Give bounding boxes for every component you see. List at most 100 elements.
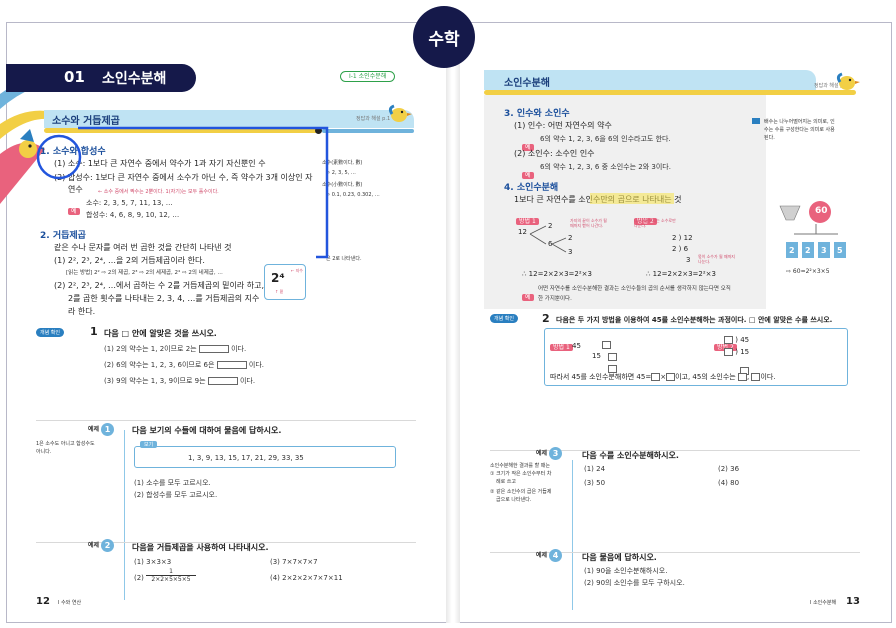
factor-example-tag: 예 xyxy=(522,144,534,151)
machine-caption: ⇨ 60=2²×3×5 xyxy=(786,268,830,275)
fraction-denominator: 2×2×5×5×5 xyxy=(146,575,196,583)
q2-result: 따라서 45를 소인수분해하면 45= xyxy=(550,373,652,381)
q2-tree-15: 15 xyxy=(592,352,601,360)
q2-result-box-1[interactable] xyxy=(651,373,661,381)
base-label: ↑ 밑 xyxy=(275,289,284,294)
q1-number: 1 xyxy=(90,325,98,338)
side-note-3: 은 2로 나타낸다. xyxy=(326,256,362,262)
right-answer-ref[interactable]: 정답과 해설 p.1 xyxy=(814,83,849,89)
section-title: 소수와 거듭제곱 xyxy=(52,116,120,127)
result-method-2: ∴ 12=2×2×3=2²×3 xyxy=(646,270,716,278)
tree-2: 2 xyxy=(548,222,553,230)
exponent-box: 2⁴ ← 지수 ↑ 밑 xyxy=(264,264,306,300)
q2-div-box-1[interactable] xyxy=(724,336,733,344)
division-step-3: 3 xyxy=(686,256,691,264)
section-bar-dot xyxy=(315,127,322,134)
exponent-base: 2⁴ xyxy=(271,271,285,285)
example-3-q4: (4) 80 xyxy=(718,479,740,487)
example-2-title: 다음을 거듭제곱을 사용하여 나타내시오. xyxy=(132,543,269,552)
concept-check-badge: 개념 확인 xyxy=(36,328,64,337)
example-1-q1: (1) 소수를 모두 고르시오. xyxy=(134,479,211,487)
example-4-q2: (2) 90의 소인수를 모두 구하시오. xyxy=(584,579,685,587)
subject-tab[interactable]: 수학 xyxy=(413,6,475,68)
example-4-q1: (1) 90을 소인수분해하시오. xyxy=(584,567,668,575)
example-3-note: 소인수분해한 결과를 할 때는 xyxy=(490,463,550,469)
q2-div-box-2[interactable] xyxy=(724,348,733,356)
side-note-1: 소수(素數이다, 數) xyxy=(322,160,363,166)
chapter-title: 소인수분해 xyxy=(102,71,167,87)
prime-examples: 소수: 2, 3, 5, 7, 11, 13, … xyxy=(86,199,173,207)
example-3-number: 3 xyxy=(549,447,563,460)
right-concept-check-badge: 개념 확인 xyxy=(490,314,518,323)
q2-box xyxy=(544,328,848,386)
q1-3-text: (3) 9의 약수는 1, 3, 9이므로 9는 xyxy=(104,377,206,385)
example-2-q1: (1) 3×3×3 xyxy=(134,558,172,566)
example-3-q1: (1) 24 xyxy=(584,465,606,473)
q1-2-end: 이다. xyxy=(248,361,264,369)
tree-6: 6 xyxy=(548,240,553,248)
tree-note: 가지의 끝이 소수가 될 때까지 뻗어 나간다. xyxy=(570,218,607,228)
q2-result-box-2[interactable] xyxy=(666,373,676,381)
q2-tree-box-1[interactable] xyxy=(602,340,611,349)
composite-definition: (2) 합성수: 1보다 큰 자연수 중에서 소수가 아닌 수, 즉 약수가 3… xyxy=(54,173,313,182)
composite-definition-cont: 연수 xyxy=(68,185,83,194)
q2-tree-box-2[interactable] xyxy=(608,352,617,361)
example-1-q2: (2) 합성수를 모두 고르시오. xyxy=(134,491,218,499)
q2-tree-box-3[interactable] xyxy=(608,364,617,373)
factor-machine-illustration xyxy=(779,201,846,258)
q2-method-1-tag: 방법 1 xyxy=(550,344,573,351)
machine-top-number: 60 xyxy=(815,206,828,216)
q2-result-comma: , xyxy=(746,373,750,381)
machine-box-4: 5 xyxy=(837,246,843,255)
example-tag: 예 xyxy=(68,208,80,215)
example-2-q2: (2) xyxy=(134,574,144,582)
q1-3-end: 이다. xyxy=(239,377,256,385)
example-1-title: 다음 보기의 수들에 대하여 물음에 답하시오. xyxy=(132,426,282,435)
q1-2-text: (2) 6의 약수는 1, 2, 3, 6이므로 6은 xyxy=(104,361,215,369)
tree-root: 12 xyxy=(518,228,527,236)
q1-title: 다음 □ 안에 알맞은 것을 쓰시오. xyxy=(104,329,217,338)
factor-tree-diagram xyxy=(529,225,567,253)
factor-example: 6의 약수 1, 2, 3, 6을 6의 인수라고도 한다. xyxy=(540,135,671,143)
q2-result-end: 이다. xyxy=(760,373,776,381)
q1-2-answer-box[interactable] xyxy=(216,361,247,369)
example-3-note-5: 곱으로 나타낸다. xyxy=(496,497,532,503)
powers-point-2c: 라 한다. xyxy=(68,307,96,316)
prime-definition: (1) 소수: 1보다 큰 자연수 중에서 약수가 1과 자기 자신뿐인 수 xyxy=(54,159,266,168)
q2-result-box-4[interactable] xyxy=(751,373,761,381)
heading-powers: 2. 거듭제곱 xyxy=(40,231,86,241)
q2-div-step-2: ) 15 xyxy=(735,348,750,356)
composite-examples: 합성수: 4, 6, 8, 9, 10, 12, … xyxy=(86,211,180,219)
side-note-2: 소수(小數이다, 數) xyxy=(322,182,363,188)
division-note: 나누어떨어지는 소수로만 나눈다. xyxy=(634,218,676,228)
q1-1-answer-box[interactable] xyxy=(198,345,229,353)
q2-result-box-3[interactable] xyxy=(737,373,747,381)
q1-3-answer-box[interactable] xyxy=(207,377,238,385)
pf-note-tag: 예 xyxy=(522,294,534,301)
tree-3: 3 xyxy=(568,248,573,256)
right-section-title: 소인수분해 xyxy=(504,78,550,89)
powers-reading: [읽는 방법] 2² ⇨ 2의 제곱, 2³ ⇨ 2의 세제곱, 2⁴ ⇨ 2의… xyxy=(66,270,223,276)
example-3-note-4: ② 같은 소인수의 곱은 거듭제 xyxy=(490,489,552,495)
tree-2b: 2 xyxy=(568,234,573,242)
answer-ref[interactable]: 정답과 해설 p.1 xyxy=(356,116,391,122)
right-section-header-bg xyxy=(484,70,816,90)
powers-intro: 같은 수나 문자를 여러 번 곱한 것을 간단히 나타낸 것 xyxy=(54,243,232,252)
example-4-number: 4 xyxy=(549,549,563,562)
example-3-title: 다음 수를 소인수분해하시오. xyxy=(582,451,679,460)
heading-prime-factorization: 4. 소인수분해 xyxy=(504,183,559,193)
book-gutter xyxy=(446,22,460,623)
section-yellow-bar xyxy=(44,128,319,133)
side-note-1b: ⇨ 2, 3, 5, … xyxy=(326,170,356,176)
q2-result-b: 이고, 45의 소인수는 xyxy=(675,373,736,381)
machine-box-3: 3 xyxy=(821,246,827,255)
example-1-note-2: 아니다. xyxy=(36,449,52,455)
side-note-2b: ⇨ 0.1, 0.23, 0.302, … xyxy=(326,192,380,198)
machine-box-1: 2 xyxy=(789,246,795,255)
powers-point-1: (1) 2², 2³, 2⁴, …을 2의 거듭제곱이라 한다. xyxy=(54,256,205,265)
powers-point-2b: 2를 곱한 횟수를 나타내는 2, 3, 4, …를 거듭제곱의 지수 xyxy=(68,294,260,303)
